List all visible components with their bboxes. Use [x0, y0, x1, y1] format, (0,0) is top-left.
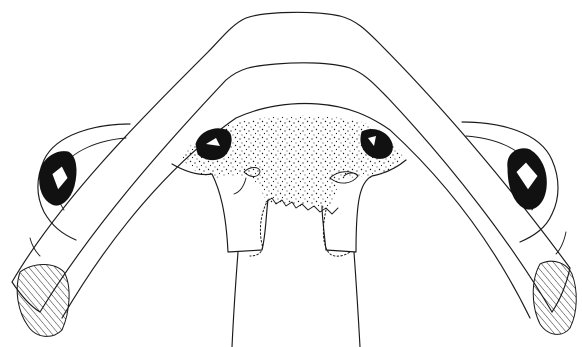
left-outer-eye — [40, 152, 76, 205]
stem-right-line — [354, 252, 360, 347]
right-dashed-outline — [323, 210, 350, 256]
stem-left-line — [232, 252, 238, 347]
right-hatched-patch — [533, 261, 576, 334]
left-hatched-patch — [17, 265, 69, 337]
left-process-inner-line — [234, 178, 246, 194]
right-outer-eye — [508, 149, 547, 209]
